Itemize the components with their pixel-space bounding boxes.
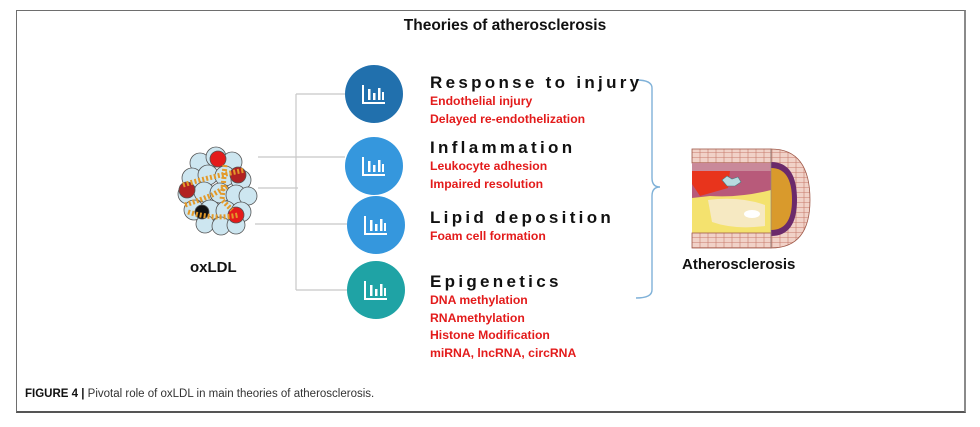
figure-frame: [16, 10, 966, 413]
caption-label: FIGURE 4 |: [25, 388, 85, 400]
theory-icon-circle-response-to-injury: [345, 65, 403, 123]
theory-item: miRNA, lncRNA, circRNA: [430, 345, 577, 360]
atherosclerosis-label: Atherosclerosis: [682, 256, 796, 273]
bar-chart-icon: [362, 157, 385, 176]
theory-item: Foam cell formation: [430, 229, 546, 243]
theory-item: RNAmethylation: [430, 310, 525, 325]
theory-response-to-injury: Response to injury Endothelial injury De…: [430, 73, 642, 128]
theory-lipid-deposition: Lipid deposition Foam cell formation: [430, 208, 614, 246]
theory-item: Delayed re-endothelization: [430, 111, 586, 126]
bar-chart-icon: [364, 216, 387, 235]
theory-heading: Inflammation: [430, 138, 576, 157]
theory-epigenetics: Epigenetics DNA methylation RNAmethylati…: [430, 272, 576, 362]
curly-brace: [635, 79, 661, 299]
caption-text: Pivotal role of oxLDL in main theories o…: [84, 388, 375, 400]
theory-icon-circle-inflammation: [345, 137, 403, 195]
theory-icon-circle-lipid-deposition: [347, 196, 405, 254]
bar-chart-icon: [364, 281, 387, 300]
theory-item: Impaired resolution: [430, 176, 544, 191]
bar-chart-icon: [362, 85, 385, 104]
theory-heading: Epigenetics: [430, 272, 562, 291]
theory-item: Endothelial injury: [430, 94, 533, 108]
figure-title: Theories of atherosclerosis: [403, 17, 607, 34]
theory-heading: Response to injury: [430, 73, 643, 92]
theory-item: DNA methylation: [430, 293, 528, 307]
theory-heading: Lipid deposition: [430, 208, 615, 227]
theory-icon-circle-epigenetics: [347, 261, 405, 319]
oxldl-label: oxLDL: [190, 259, 237, 276]
figure-caption: FIGURE 4 | Pivotal role of oxLDL in main…: [25, 388, 374, 400]
theory-inflammation: Inflammation Leukocyte adhesion Impaired…: [430, 138, 575, 193]
theory-item: Histone Modification: [430, 328, 550, 342]
theory-item: Leukocyte adhesion: [430, 159, 548, 173]
